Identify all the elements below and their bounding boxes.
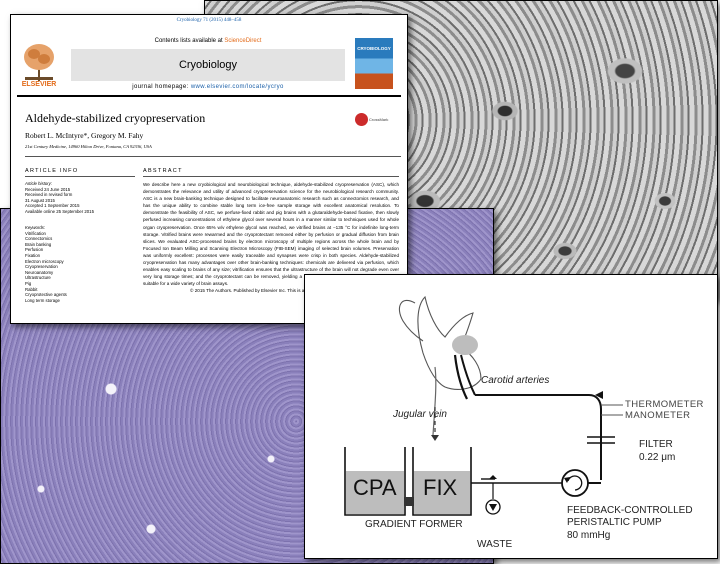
jugular-vein-line: [432, 366, 437, 436]
contents-prefix: Contents lists available at: [154, 38, 223, 44]
keywords-label: Keywords:: [25, 225, 46, 230]
keyword-item: Ultrastructure: [25, 275, 51, 281]
article-history: Article history: Received 24 June 2015 R…: [25, 181, 135, 215]
author-list: Robert L. McIntyre*, Gregory M. Fahy: [25, 131, 144, 140]
keyword-item: Vitrification: [25, 230, 46, 236]
journal-cover-thumbnail: CRYOBIOLOGY: [355, 38, 393, 89]
manometer-label: MANOMETER: [625, 410, 691, 421]
history-line: Available online 25 September 2015: [25, 208, 94, 214]
abstract-rule: [143, 176, 399, 177]
keyword-item: Brain banking: [25, 241, 52, 247]
keyword-item: Long term storage: [25, 297, 60, 303]
brain-shape: [452, 335, 478, 355]
pump-rotor-arrowhead: [564, 477, 570, 483]
jugular-vein-label: Jugular vein: [393, 409, 447, 420]
article-info-rule: [25, 176, 135, 177]
history-label: Article history:: [25, 181, 52, 186]
history-line: Accepted 1 September 2015: [25, 203, 80, 209]
waste-valve-arrow: [489, 504, 497, 511]
thermometer-label: THERMOMETER: [625, 399, 704, 410]
perfusion-circuit-drawing: [344, 295, 623, 516]
cpa-tank-outline: [344, 447, 406, 516]
filter-size-label: 0.22 μm: [639, 452, 676, 463]
history-line: Received in revised form: [25, 192, 73, 198]
keyword-item: Rabbit: [25, 286, 38, 292]
abstract-body: We describe here a new cryobiological an…: [143, 181, 399, 302]
pump-label-line1: FEEDBACK-CONTROLLED: [567, 505, 693, 516]
article-info-heading: ARTICLE INFO: [25, 168, 79, 174]
crossmark-icon[interactable]: [355, 113, 368, 126]
journal-banner: Cryobiology: [71, 49, 345, 81]
sciencedirect-link[interactable]: ScienceDirect: [224, 38, 262, 44]
keyword-item: Pig: [25, 280, 32, 286]
journal-reference: Cryobiology 71 (2015) 448–458: [176, 18, 242, 23]
crossmark-label: CrossMark: [369, 117, 389, 122]
keyword-item: Neuroanatomy: [25, 269, 54, 275]
waste-valve-icon: [485, 499, 501, 515]
venous-return-arrow: [431, 435, 439, 441]
affiliation: 21st Century Medicine, 14960 Hilton Driv…: [25, 144, 152, 149]
filter-label: FILTER: [639, 439, 673, 450]
copyright-line: © 2015 The Authors. Published by Elsevie…: [190, 288, 399, 294]
publisher-name: ELSEVIER: [21, 81, 57, 88]
gradient-valve-icon: [404, 497, 414, 506]
cpa-tank-fluid: [346, 471, 404, 514]
pump-label-line2: PERISTALTIC PUMP: [567, 517, 662, 528]
pump-pressure-label: 80 mmHg: [567, 530, 611, 541]
abstract-paragraph: We describe here a new cryobiological an…: [143, 182, 399, 287]
homepage-url-link[interactable]: www.elsevier.com/locate/ycryo: [190, 84, 284, 90]
journal-name: Cryobiology: [178, 59, 238, 71]
history-line: 31 August 2015: [25, 197, 55, 203]
cpa-tank-label: CPA: [353, 475, 397, 500]
fix-tank-fluid: [414, 471, 470, 514]
keyword-item: Cryopreservation: [25, 264, 58, 270]
keyword-item: Electron microscopy: [25, 258, 64, 264]
waste-label: WASTE: [477, 539, 513, 550]
rabbit-head-outline: [417, 295, 482, 390]
keyword-item: Connectomics: [25, 236, 53, 242]
perfusion-diagram-card: Jugular vein Carotid arteries THERMOMETE…: [304, 274, 718, 559]
carotid-arteries-label: Carotid arteries: [481, 375, 550, 386]
rabbit-ear-outline: [398, 299, 424, 342]
header-divider: [17, 95, 401, 97]
carotid-artery-line: [453, 354, 468, 400]
arterial-tubing: [475, 394, 602, 480]
article-title: Aldehyde-stabilized cryopreservation: [25, 111, 206, 125]
cover-title: CRYOBIOLOGY: [357, 46, 391, 51]
abstract-heading: ABSTRACT: [143, 168, 183, 174]
carotid-artery-line-2: [460, 354, 476, 396]
keyword-item: Perfusion: [25, 247, 44, 253]
keyword-item: Cryoprotective agents: [25, 292, 67, 298]
history-line: Received 24 June 2015: [25, 186, 71, 192]
flow-arrow: [595, 391, 603, 399]
keyword-item: Fixation: [25, 252, 41, 258]
homepage-prefix: journal homepage:: [132, 84, 189, 90]
fix-tank-label: FIX: [423, 475, 458, 500]
tank-outlet-arrow: [489, 475, 497, 479]
pump-rotor: [567, 475, 583, 491]
paper-front-page: Cryobiology 71 (2015) 448–458 ELSEVIER C…: [10, 14, 408, 324]
contents-line: Contents lists available at ScienceDirec…: [71, 38, 345, 44]
homepage-line: journal homepage: www.elsevier.com/locat…: [71, 84, 345, 90]
title-divider: [25, 156, 401, 157]
keyword-list: Keywords: Vitrification Connectomics Bra…: [25, 225, 135, 303]
fix-tank-outline: [412, 447, 472, 516]
pump-icon: [561, 469, 589, 497]
elsevier-tree-logo: [21, 41, 57, 83]
gradient-former-label: GRADIENT FORMER: [365, 519, 463, 530]
